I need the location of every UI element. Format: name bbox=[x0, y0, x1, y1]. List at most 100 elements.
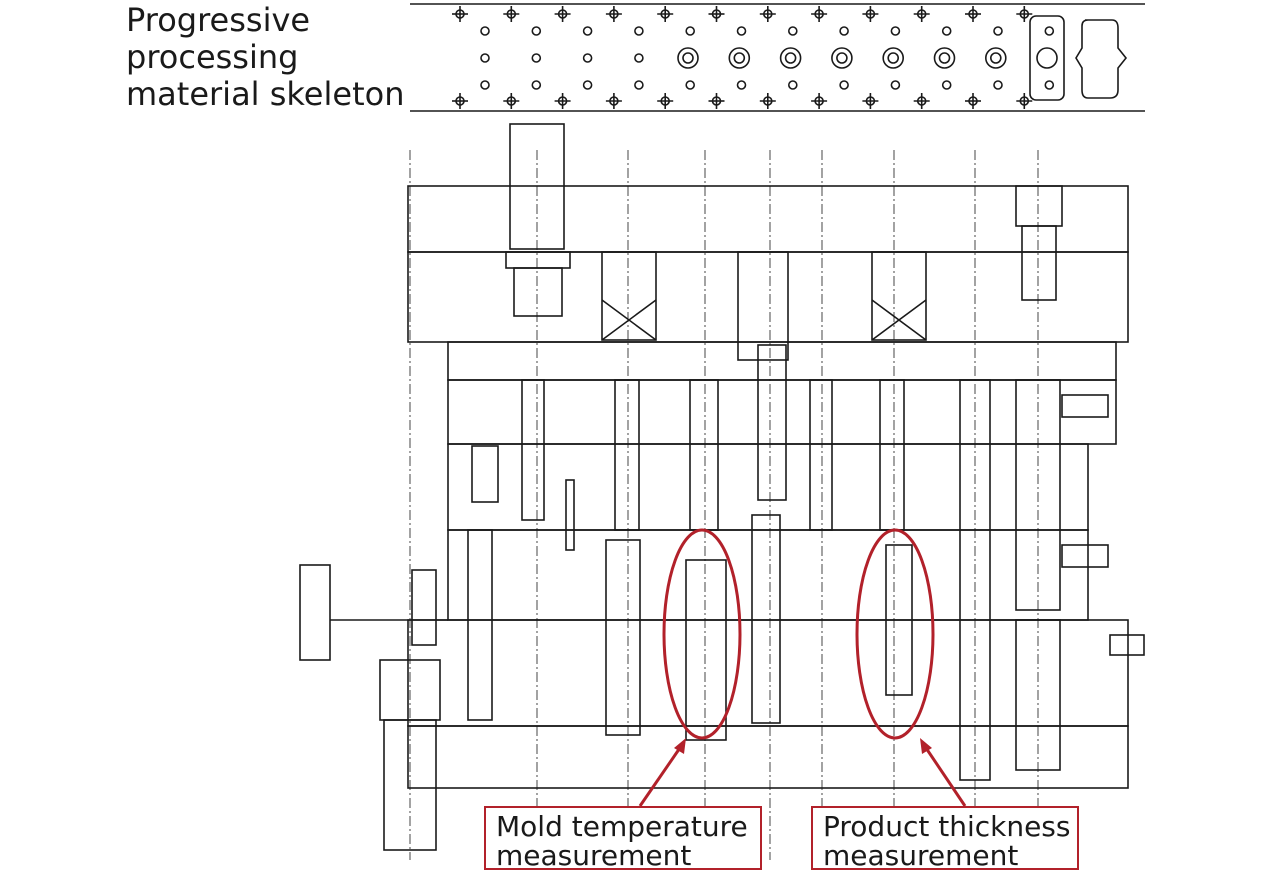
thickness-probe bbox=[885, 544, 913, 696]
small-hole bbox=[736, 80, 747, 90]
measurement-highlights bbox=[638, 528, 967, 807]
lower-guide-post bbox=[383, 719, 437, 851]
small-hole bbox=[634, 53, 644, 63]
left-bolt-1 bbox=[299, 564, 331, 661]
small-hole bbox=[787, 80, 798, 90]
temperature-arrow-head bbox=[674, 738, 686, 754]
left-bolt-2 bbox=[411, 569, 437, 646]
mold-temperature-label-line-2: measurement bbox=[496, 839, 692, 872]
block-cross bbox=[601, 299, 657, 341]
mold-temperature-callout: Mold temperature measurement bbox=[484, 806, 762, 870]
backing-plate bbox=[447, 341, 1117, 381]
punched-hole bbox=[677, 47, 699, 69]
top-clamp-plate bbox=[407, 185, 1129, 253]
punch bbox=[614, 379, 640, 531]
material-skeleton-strip bbox=[410, 3, 1145, 112]
side-bolt-3 bbox=[1109, 634, 1145, 656]
small-hole bbox=[787, 26, 798, 36]
side-bolt-2 bbox=[1061, 544, 1109, 568]
small-hole bbox=[582, 53, 593, 63]
strip-label-line-2: processing bbox=[126, 38, 299, 76]
product-thickness-callout: Product thickness measurement bbox=[811, 806, 1079, 870]
temperature-probe bbox=[685, 559, 727, 741]
punched-hole bbox=[882, 47, 905, 69]
die-plate bbox=[447, 529, 1089, 621]
lower-punch-column bbox=[605, 539, 641, 736]
ejector-pin bbox=[757, 344, 787, 501]
small-hole bbox=[685, 80, 696, 90]
punch bbox=[879, 379, 905, 531]
small-hole bbox=[480, 80, 490, 90]
side-bolt-1 bbox=[1061, 394, 1109, 418]
lower-stripper-bolt bbox=[467, 529, 493, 721]
temperature-highlight-ellipse bbox=[662, 528, 742, 740]
bottom-plate bbox=[407, 725, 1129, 789]
pressure-block-2 bbox=[871, 251, 927, 341]
small-hole bbox=[685, 26, 696, 36]
spring-block bbox=[737, 251, 789, 361]
small-hole bbox=[531, 26, 542, 36]
punched-hole bbox=[984, 47, 1007, 69]
punched-hole bbox=[728, 47, 751, 69]
small-hole bbox=[890, 26, 901, 36]
small-hole bbox=[1044, 80, 1055, 90]
block-cross bbox=[871, 299, 927, 341]
small-hole bbox=[1044, 26, 1055, 36]
strip-label: Progressive processing material skeleton bbox=[126, 2, 416, 113]
punched-hole bbox=[831, 47, 853, 69]
small-hole bbox=[941, 26, 952, 36]
punched-hole-inner bbox=[887, 52, 900, 64]
small-hole bbox=[993, 80, 1003, 90]
cap-screw-head bbox=[1015, 185, 1063, 227]
small-hole bbox=[582, 80, 593, 90]
punched-hole-inner bbox=[733, 52, 746, 64]
sensor-lead bbox=[689, 379, 719, 531]
thickness-highlight-ellipse bbox=[855, 528, 935, 740]
thickness-arrow-head bbox=[920, 738, 932, 754]
thickness-arrow-line bbox=[920, 741, 967, 807]
strip-part-outline bbox=[1075, 19, 1128, 99]
punch bbox=[521, 379, 545, 521]
punch bbox=[809, 379, 833, 531]
guide-flange bbox=[505, 251, 571, 269]
strip-label-line-1: Progressive bbox=[126, 1, 311, 39]
small-hole bbox=[634, 80, 644, 90]
small-hole bbox=[890, 80, 901, 90]
strip-part-blank bbox=[1029, 15, 1065, 101]
punched-hole bbox=[779, 47, 802, 69]
small-hole bbox=[839, 26, 849, 36]
product-thickness-label-line-1: Product thickness bbox=[823, 810, 1071, 843]
guide-bushing bbox=[513, 267, 563, 317]
mold-temperature-label-line-1: Mold temperature bbox=[496, 810, 748, 843]
small-hole bbox=[839, 80, 849, 90]
temperature-arrow-line bbox=[638, 741, 686, 807]
punched-hole-inner bbox=[784, 52, 797, 64]
small-hole bbox=[531, 80, 542, 90]
blank-hole bbox=[1036, 47, 1058, 69]
small-hole bbox=[480, 26, 490, 36]
small-pin bbox=[565, 479, 575, 551]
die-assembly bbox=[299, 123, 1145, 851]
punched-hole-inner bbox=[682, 52, 694, 64]
pressure-block-1 bbox=[601, 251, 657, 341]
upper-die-set bbox=[407, 251, 1129, 343]
lower-spring-column bbox=[751, 514, 781, 724]
punched-hole-inner bbox=[836, 52, 848, 64]
small-hole bbox=[531, 53, 542, 63]
small-hole bbox=[634, 26, 644, 36]
small-hole bbox=[941, 80, 952, 90]
small-hole bbox=[582, 26, 593, 36]
lower-die-set bbox=[407, 619, 1129, 727]
small-hole bbox=[736, 26, 747, 36]
punched-hole-inner bbox=[938, 52, 951, 64]
punched-hole bbox=[933, 47, 956, 69]
small-hole bbox=[480, 53, 490, 63]
stripper-bolt-head bbox=[471, 445, 499, 503]
strip-label-line-3: material skeleton bbox=[126, 75, 405, 113]
center-lines bbox=[409, 150, 1039, 860]
cap-screw-shank bbox=[1021, 225, 1057, 301]
small-hole bbox=[993, 26, 1003, 36]
punched-hole-inner bbox=[989, 52, 1002, 64]
